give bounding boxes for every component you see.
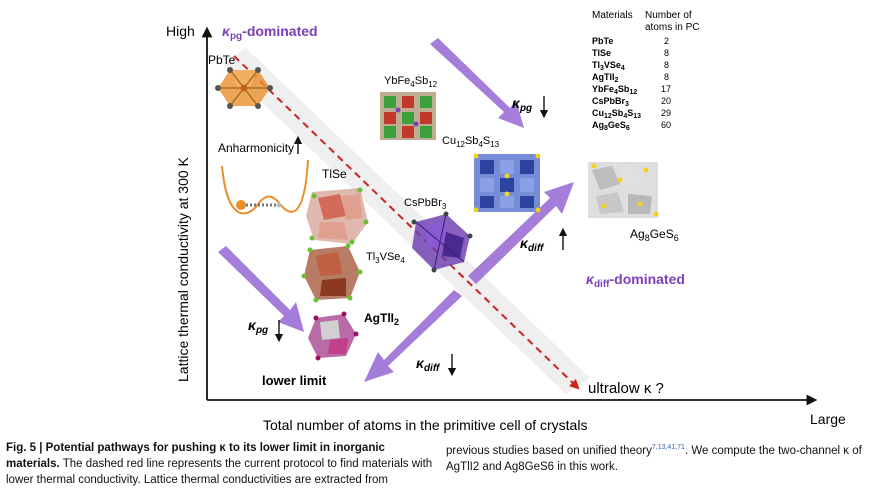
caption-title: Fig. 5 | Potential pathways for pushing … <box>6 442 385 470</box>
table-row-atoms: 8 <box>664 72 669 82</box>
table-row-material: PbTe <box>592 36 613 46</box>
x-axis-title: Total number of atoms in the primitive c… <box>263 417 587 433</box>
arrow-kpg-upper <box>430 38 524 128</box>
kpg-label-lower: κpg <box>248 317 268 336</box>
caption-right-column: previous studies based on unified theory… <box>446 440 872 475</box>
table-row-material: TlSe <box>592 48 611 58</box>
table-header-atoms-2: atoms in PC <box>645 22 699 33</box>
figure-5: High Large Total number of atoms in the … <box>166 10 846 433</box>
caption-right-body-a: previous studies based on unified theory <box>446 444 652 457</box>
ybfe4sb12-crystal-icon <box>380 92 436 140</box>
kdiff-dominated-label: κdiff-dominated <box>586 271 685 290</box>
ag8ges6-crystal-icon <box>588 162 659 218</box>
kpg-dominated-label: κpg-dominated <box>222 23 318 42</box>
double-well-potential-icon <box>221 159 309 215</box>
arrow-kdiff-up <box>468 182 574 284</box>
arrow-kpg-lower <box>218 246 304 332</box>
table-row-atoms: 8 <box>664 60 669 70</box>
table-row-material: Tl3VSe4 <box>592 60 625 72</box>
purple-arrows <box>218 38 574 382</box>
kpg-label-upper: κpg <box>512 95 532 114</box>
table-row-atoms: 17 <box>661 84 671 94</box>
caption-left-column: Fig. 5 | Potential pathways for pushing … <box>6 440 438 488</box>
table-row-material: AgTlI2 <box>592 72 619 84</box>
y-axis-title: Lattice thermal conductivity at 300 K <box>175 156 191 382</box>
x-large-label: Large <box>810 411 846 427</box>
cspbbr3-crystal-icon <box>411 211 473 273</box>
tlse-crystal-icon <box>306 187 369 245</box>
table-row-atoms: 8 <box>664 48 669 58</box>
table-row-material: Cu12Sb4S13 <box>592 108 641 120</box>
agtli2-crystal-icon <box>308 311 359 361</box>
table-row-material: CsPbBr3 <box>592 96 629 108</box>
table-header-atoms-1: Number of <box>645 10 692 21</box>
table-row-material: Ag8GeS6 <box>592 120 630 132</box>
caption-left-body: The dashed red line represents the curre… <box>6 458 433 486</box>
table-row-atoms: 29 <box>661 108 671 118</box>
tl3vse4-label: Tl3VSe4 <box>366 251 405 265</box>
ag8ges6-label: Ag8GeS6 <box>630 227 679 243</box>
caption-right-body-b: . We compute the two-channel κ of AgTlI2… <box>446 444 862 473</box>
tl3vse4-crystal-icon <box>301 243 363 303</box>
table-header-materials: Materials <box>592 10 633 21</box>
cspbbr3-label: CsPbBr3 <box>404 197 447 211</box>
pbte-label: PbTe <box>208 53 236 67</box>
table-row-atoms: 60 <box>661 120 671 130</box>
table-row-atoms: 20 <box>661 96 671 106</box>
kdiff-label-upper: κdiff <box>520 235 545 254</box>
lower-limit-label: lower limit <box>262 373 327 388</box>
kdiff-label-lower: κdiff <box>416 355 441 374</box>
caption-references[interactable]: 7,13,41,71 <box>651 444 685 451</box>
cu12sb4s13-label: Cu12Sb4S13 <box>442 135 500 149</box>
table-row-material: YbFe4Sb12 <box>592 84 637 96</box>
tlse-label: TlSe <box>322 167 347 181</box>
ybfe4sb12-label: YbFe4Sb12 <box>384 75 438 89</box>
table-row-atoms: 2 <box>664 36 669 46</box>
y-high-label: High <box>166 23 195 39</box>
cu12sb4s13-crystal-icon <box>473 153 541 213</box>
ultralow-label: ultralow κ ? <box>588 380 664 397</box>
agtli2-label: AgTlI2 <box>364 311 399 327</box>
pbte-crystal-icon <box>215 67 273 109</box>
current-protocol-dashed-line <box>233 55 580 390</box>
anharmonicity-label: Anharmonicity <box>218 141 294 155</box>
materials-table: Materials Number of atoms in PC PbTe 2 T… <box>592 10 699 132</box>
arrow-kdiff-down <box>364 290 462 382</box>
